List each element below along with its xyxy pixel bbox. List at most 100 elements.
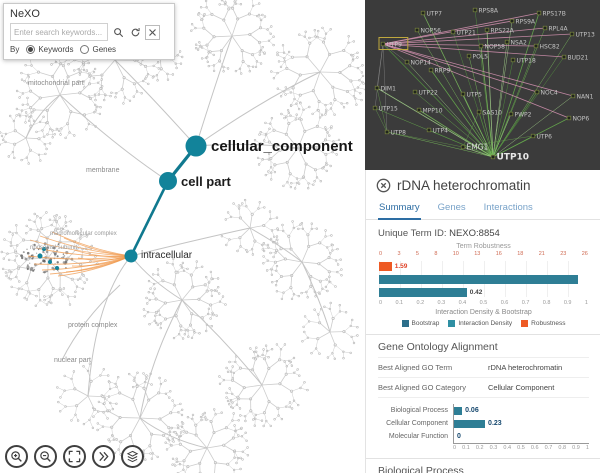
gene-node-label[interactable]: UTP7 xyxy=(427,11,443,18)
go-alignment-table: Best Aligned GO Term rDNA heterochromati… xyxy=(378,357,589,398)
tree-node-label[interactable]: cell part xyxy=(181,174,231,189)
gene-node-label[interactable]: SAS10 xyxy=(483,110,503,117)
legend-item: Bootstrap xyxy=(401,320,439,327)
legend-item: Interaction Density xyxy=(448,320,512,327)
divider xyxy=(366,458,600,459)
refresh-icon[interactable] xyxy=(128,25,142,39)
go-row-label: Best Aligned GO Term xyxy=(378,363,453,372)
gene-node-label[interactable]: DIM1 xyxy=(381,86,397,93)
fit-to-screen-button[interactable] xyxy=(63,445,86,468)
tree-node-label[interactable]: ribosomal subunit xyxy=(30,245,78,251)
expand-tree-button[interactable] xyxy=(92,445,115,468)
gene-node-label[interactable]: RPS9A xyxy=(516,19,536,26)
close-icon[interactable] xyxy=(376,178,391,193)
radio-dot-keywords[interactable] xyxy=(26,45,36,54)
zoom-in-button[interactable] xyxy=(5,445,28,468)
search-icon[interactable] xyxy=(111,25,125,39)
gene-node-label[interactable]: EMG1 xyxy=(467,143,489,152)
gene-node-label[interactable]: NSA2 xyxy=(511,40,528,47)
gene-node-label[interactable]: RPS8A xyxy=(479,8,499,15)
by-label: By xyxy=(10,45,20,54)
gene-node-label[interactable]: NOP6 xyxy=(573,116,590,123)
network-nodes[interactable]: UTP7 RPS8A RPS9A RPS17B NOP56 UTP21 RPS22A RPL4… xyxy=(372,8,595,163)
tab-summary[interactable]: Summary xyxy=(378,198,421,220)
term-detail-panel: rDNA heterochromatin Summary Genes Inter… xyxy=(365,170,600,473)
gene-node-label[interactable]: UTP5 xyxy=(467,92,483,99)
gene-node-label[interactable]: HSC82 xyxy=(540,44,560,51)
gene-node-label[interactable]: BUD21 xyxy=(568,55,589,62)
search-input[interactable] xyxy=(10,23,108,41)
zoom-out-icon xyxy=(40,451,51,462)
tree-node-label[interactable]: intracellular xyxy=(141,250,193,261)
gene-node-label[interactable]: RRP9 xyxy=(435,68,451,75)
gene-node-label[interactable]: UTP18 xyxy=(517,58,536,65)
clear-icon[interactable] xyxy=(145,24,160,40)
gene-node-label[interactable]: RPL4A xyxy=(549,26,569,33)
tab-genes[interactable]: Genes xyxy=(437,202,466,213)
search-row xyxy=(10,23,168,41)
gene-network-panel[interactable]: UTP7 RPS8A RPS9A RPS17B NOP56 UTP21 RPS22A RPL4… xyxy=(365,0,600,170)
selected-nodes[interactable] xyxy=(37,135,207,271)
layers-button[interactable] xyxy=(121,445,144,468)
gene-node-label[interactable]: NOC4 xyxy=(541,90,558,97)
tab-interactions[interactable]: Interactions xyxy=(483,202,533,213)
term-title: rDNA heterochromatin xyxy=(397,178,531,193)
tree-node-label[interactable]: protein complex xyxy=(68,322,118,329)
tree-node-label[interactable]: mitochondrial part xyxy=(28,80,84,87)
gene-node-label[interactable]: RPS17B xyxy=(543,11,566,18)
search-mode-row: By Keywords Genes xyxy=(10,45,168,54)
gene-node-label[interactable]: NOP58 xyxy=(485,44,506,51)
tree-node-label[interactable]: membrane xyxy=(86,167,120,174)
table-row: Best Aligned GO Term rDNA heterochromati… xyxy=(378,357,589,377)
legend-item: Robustness xyxy=(521,320,566,327)
gene-node-label[interactable]: MPP10 xyxy=(423,108,443,115)
gene-node-label[interactable]: NOP56 xyxy=(421,28,442,35)
gene-node-label[interactable]: UTP15 xyxy=(379,106,398,113)
zoom-out-button[interactable] xyxy=(34,445,57,468)
gene-node-label[interactable]: UTP6 xyxy=(537,134,553,141)
divider xyxy=(366,334,600,335)
table-row: Best Aligned GO Category Cellular Compon… xyxy=(378,377,589,398)
orange-edges xyxy=(27,231,132,277)
go-row-value: rDNA heterochromatin xyxy=(488,363,563,372)
gene-node-label[interactable]: UTP13 xyxy=(576,32,595,39)
bar-bootstrap xyxy=(379,274,578,284)
gene-node-label[interactable]: UTP8 xyxy=(391,130,407,137)
bar-interaction-density xyxy=(379,287,467,297)
unique-term-id-value: NEXO:8854 xyxy=(449,228,500,239)
gene-node-label[interactable]: UTP10 xyxy=(497,153,530,163)
gene-node-label[interactable]: NOP14 xyxy=(411,60,432,67)
gene-node-label[interactable]: UTP22 xyxy=(419,90,438,97)
radio-genes[interactable]: Genes xyxy=(80,45,116,54)
detail-header: rDNA heterochromatin xyxy=(366,170,600,196)
tree-node-label[interactable]: nuclear part xyxy=(54,357,91,364)
gene-node-label[interactable]: RPS22A xyxy=(491,28,515,35)
tree-node-label[interactable]: cellular_component xyxy=(211,138,353,155)
fit-to-screen-icon xyxy=(68,450,81,463)
tree-node-label[interactable]: macromolecular complex xyxy=(50,231,117,237)
gene-node-label[interactable]: UTP9 xyxy=(387,42,403,49)
gene-node-label[interactable]: UTP4 xyxy=(433,128,449,135)
layers-icon xyxy=(126,450,139,463)
gene-node-label[interactable]: UTP21 xyxy=(457,30,476,37)
gene-node-label[interactable]: NAN1 xyxy=(577,94,594,101)
view-toolbar xyxy=(5,445,144,468)
radio-dot-genes[interactable] xyxy=(80,45,90,54)
radio-keywords[interactable]: Keywords xyxy=(26,45,73,54)
bar-robustness xyxy=(379,261,392,271)
gene-node-label[interactable]: POL5 xyxy=(473,54,489,61)
network-edges xyxy=(374,9,574,158)
radio-label-genes: Genes xyxy=(92,45,117,54)
go-row-label: Best Aligned GO Category xyxy=(378,383,466,392)
gene-node-label[interactable]: PWP2 xyxy=(515,112,532,119)
